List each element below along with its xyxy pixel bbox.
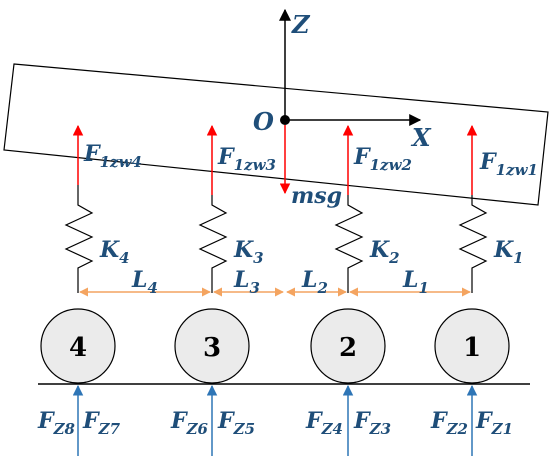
wheel-number-4: 4 bbox=[69, 333, 87, 363]
wheel-4 bbox=[40, 308, 116, 384]
distance-label-l2: L2 bbox=[301, 267, 328, 297]
wheel-3 bbox=[174, 308, 250, 384]
spring-k4 bbox=[64, 185, 94, 293]
origin-point bbox=[280, 115, 290, 125]
distance-label-l3: L3 bbox=[233, 267, 260, 297]
x-axis-label: X bbox=[410, 123, 432, 152]
force-label-1zw3: F1zw3 bbox=[217, 144, 276, 174]
spring-label-k1: K1 bbox=[493, 237, 524, 267]
wheel-number-2: 2 bbox=[339, 333, 357, 363]
ground-force-label-z7: FZ7 bbox=[82, 408, 121, 438]
ground-force-label-z1: FZ1 bbox=[475, 408, 513, 438]
ground-force-label-z8: FZ8 bbox=[37, 408, 76, 438]
z-axis-label: Z bbox=[291, 10, 311, 39]
ground-force-label-z4: FZ4 bbox=[305, 408, 343, 438]
wheel-2 bbox=[310, 308, 386, 384]
spring-k3 bbox=[198, 195, 228, 293]
ground-force-label-z3: FZ3 bbox=[353, 408, 391, 438]
wheel-number-3: 3 bbox=[203, 333, 221, 363]
ground-force-label-z2: FZ2 bbox=[430, 408, 468, 438]
ground-force-label-z5: FZ5 bbox=[217, 408, 255, 438]
force-label-1zw4: F1zw4 bbox=[83, 141, 142, 171]
spring-label-k4: K4 bbox=[99, 237, 130, 267]
weight-label: msg bbox=[291, 183, 342, 209]
wheel-number-1: 1 bbox=[463, 333, 481, 363]
wheel-1 bbox=[434, 308, 510, 384]
distance-label-l4: L4 bbox=[131, 267, 158, 297]
car-body bbox=[3, 63, 549, 206]
distance-label-l1: L1 bbox=[402, 267, 429, 297]
spring-label-k2: K2 bbox=[369, 237, 400, 267]
ground-force-label-z6: FZ6 bbox=[170, 408, 209, 438]
spring-label-k3: K3 bbox=[233, 237, 264, 267]
origin-label: O bbox=[253, 107, 274, 136]
force-label-1zw1: F1zw1 bbox=[479, 149, 538, 179]
spring-k1 bbox=[458, 195, 488, 293]
force-label-1zw2: F1zw2 bbox=[353, 144, 412, 174]
spring-k2 bbox=[334, 195, 364, 293]
